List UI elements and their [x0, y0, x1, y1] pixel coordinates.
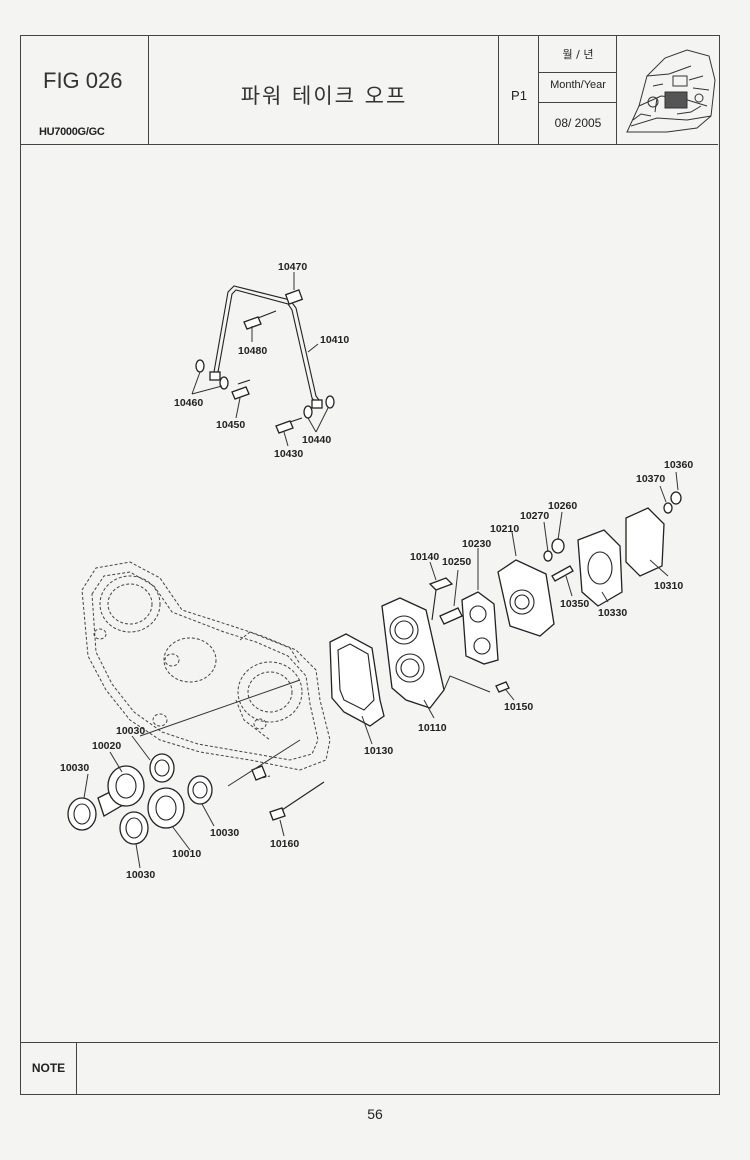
part-label: 10470 — [278, 261, 307, 273]
date-cell: 월 / 년 Month/Year 08/ 2005 — [539, 36, 617, 144]
part-label: 10270 — [520, 510, 549, 522]
note-row: NOTE — [21, 1042, 718, 1094]
part-label: 10030 — [60, 762, 89, 774]
part-label: 10360 — [664, 459, 693, 471]
machine-thumbnail-cell — [617, 36, 718, 144]
page-code: P1 — [511, 88, 527, 103]
page-cell: P1 — [499, 36, 539, 144]
part-label: 10210 — [490, 523, 519, 535]
part-label: 10440 — [302, 434, 331, 446]
part-label: 10030 — [116, 725, 145, 737]
part-label: 10140 — [410, 551, 439, 563]
page-number: 56 — [367, 1106, 383, 1122]
note-label: NOTE — [21, 1043, 77, 1094]
part-label: 10330 — [598, 607, 627, 619]
gear-case-outline — [81, 561, 331, 779]
part-label: 10370 — [636, 473, 665, 485]
part-label: 10480 — [238, 345, 267, 357]
part-label: 10460 — [174, 397, 203, 409]
month-year-korean: 월 / 년 — [562, 48, 594, 61]
part-label: 10030 — [126, 869, 155, 881]
figure-number: FIG 026 — [43, 68, 123, 93]
part-label: 10010 — [172, 848, 201, 860]
machine-thumbnail-image — [626, 49, 716, 133]
part-label: 10110 — [418, 722, 447, 734]
part-label: 10260 — [548, 500, 577, 512]
title-cell: 파워 테이크 오프 — [149, 36, 499, 144]
part-labels: 10470 10480 10410 10460 10450 10430 1044… — [60, 261, 693, 881]
part-label: 10020 — [92, 740, 121, 752]
header-block: FIG 026 HU7000G/GC 파워 테이크 오프 P1 월 / 년 Mo… — [21, 36, 718, 145]
month-year-label: Month/Year — [550, 79, 606, 91]
part-label: 10310 — [654, 580, 683, 592]
part-label: 10130 — [364, 745, 393, 757]
parts-sheet: FIG 026 HU7000G/GC 파워 테이크 오프 P1 월 / 년 Mo… — [20, 35, 720, 1095]
part-label: 10150 — [504, 701, 533, 713]
revision-date: 08/ 2005 — [554, 116, 602, 130]
part-label: 10430 — [274, 448, 303, 460]
part-label: 10160 — [270, 838, 299, 850]
gears-drawing — [67, 753, 325, 845]
model-code: HU7000G/GC — [39, 126, 105, 138]
part-label: 10030 — [210, 827, 239, 839]
part-label: 10250 — [442, 556, 471, 568]
part-label: 10450 — [216, 419, 245, 431]
leader-lines-upper — [191, 272, 329, 447]
part-label: 10350 — [560, 598, 589, 610]
page-title: 파워 테이크 오프 — [240, 84, 408, 108]
oil-pipe-drawing — [195, 285, 335, 434]
part-label: 10410 — [320, 334, 349, 346]
pto-housing-drawing — [329, 491, 682, 727]
leader-lines-lower — [83, 471, 679, 869]
part-label: 10230 — [462, 538, 491, 550]
fig-cell: FIG 026 HU7000G/GC — [21, 36, 149, 144]
